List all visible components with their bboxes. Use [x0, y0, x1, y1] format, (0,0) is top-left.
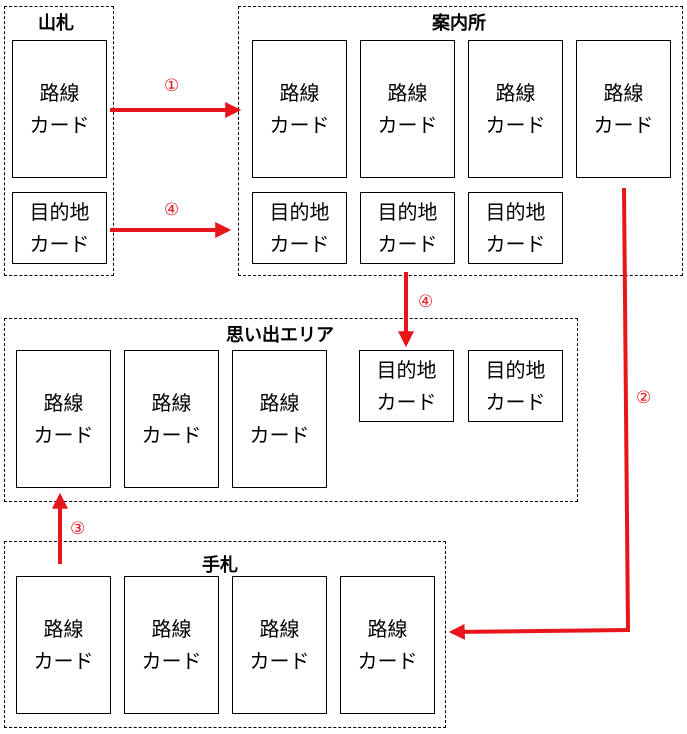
hand-zone — [4, 541, 446, 728]
memory-route-card: 路線 カード — [16, 350, 111, 488]
guide-zone-label: 案内所 — [430, 13, 488, 34]
card-label-line1: 路線 — [39, 81, 80, 105]
memory-route-card: 路線 カード — [232, 350, 327, 488]
card-label-line2: カード — [141, 649, 202, 673]
guide-destination-card: 目的地 カード — [360, 192, 455, 264]
guide-route-card: 路線 カード — [252, 40, 347, 178]
card-label-line1: 目的地 — [377, 200, 438, 224]
memory-destination-card: 目的地 カード — [359, 350, 454, 422]
hand-route-card: 路線 カード — [124, 576, 219, 714]
card-label-line2: カード — [29, 113, 90, 137]
card-label-line2: カード — [485, 232, 546, 256]
hand-route-card: 路線 カード — [232, 576, 327, 714]
card-label-line2: カード — [29, 232, 90, 256]
card-label-line1: 路線 — [151, 617, 192, 641]
card-label-line2: カード — [249, 423, 310, 447]
guide-destination-card: 目的地 カード — [252, 192, 347, 264]
deck-zone-label: 山札 — [36, 13, 76, 34]
hand-route-card: 路線 カード — [340, 576, 435, 714]
guide-route-card: 路線 カード — [360, 40, 455, 178]
card-label-line1: 路線 — [43, 391, 84, 415]
card-label-line1: 路線 — [495, 81, 536, 105]
card-label-line1: 路線 — [367, 617, 408, 641]
card-label-line2: カード — [141, 423, 202, 447]
card-label-line1: 路線 — [151, 391, 192, 415]
card-label-line2: カード — [485, 390, 546, 414]
step-1-label: ① — [164, 76, 179, 96]
memory-zone-label: 思い出エリア — [224, 325, 336, 346]
card-label-line1: 目的地 — [485, 358, 546, 382]
card-label-line2: カード — [33, 423, 94, 447]
step-4-down-label: ④ — [418, 292, 433, 312]
guide-route-card: 路線 カード — [576, 40, 671, 178]
card-label-line2: カード — [357, 649, 418, 673]
card-label-line2: カード — [376, 390, 437, 414]
deck-zone — [4, 6, 114, 276]
card-label-line1: 目的地 — [376, 358, 437, 382]
card-label-line2: カード — [593, 113, 654, 137]
step-2-label: ② — [636, 388, 651, 408]
card-label-line1: 路線 — [387, 81, 428, 105]
guide-destination-card: 目的地 カード — [468, 192, 563, 264]
card-label-line1: 路線 — [43, 617, 84, 641]
card-label-line1: 路線 — [279, 81, 320, 105]
card-label-line2: カード — [377, 232, 438, 256]
card-label-line1: 目的地 — [269, 200, 330, 224]
step-4-top-label: ④ — [164, 200, 179, 220]
hand-route-card: 路線 カード — [16, 576, 111, 714]
deck-destination-card: 目的地 カード — [12, 192, 107, 264]
card-label-line1: 路線 — [259, 391, 300, 415]
card-label-line1: 目的地 — [485, 200, 546, 224]
card-label-line2: カード — [249, 649, 310, 673]
memory-destination-card: 目的地 カード — [468, 350, 563, 422]
card-label-line1: 目的地 — [29, 200, 90, 224]
guide-route-card: 路線 カード — [468, 40, 563, 178]
card-label-line2: カード — [269, 232, 330, 256]
deck-route-card: 路線 カード — [12, 40, 107, 178]
card-label-line1: 路線 — [259, 617, 300, 641]
hand-zone-label: 手札 — [200, 555, 240, 576]
step-3-label: ③ — [70, 519, 85, 539]
card-label-line2: カード — [33, 649, 94, 673]
card-label-line2: カード — [377, 113, 438, 137]
card-label-line1: 路線 — [603, 81, 644, 105]
memory-route-card: 路線 カード — [124, 350, 219, 488]
card-label-line2: カード — [485, 113, 546, 137]
card-label-line2: カード — [269, 113, 330, 137]
